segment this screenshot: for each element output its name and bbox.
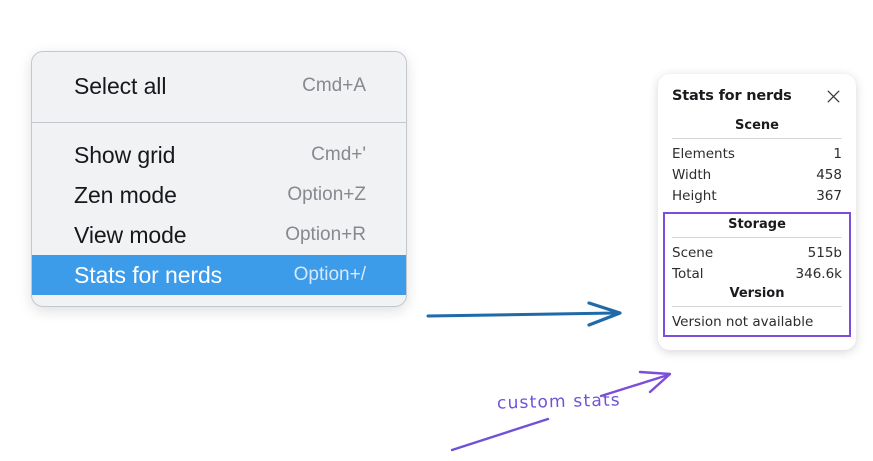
storage-divider <box>672 237 842 238</box>
menu-item-shortcut: Cmd+A <box>302 75 366 96</box>
menu-item-label: Select all <box>74 72 167 99</box>
storage-section-title: Storage <box>728 217 786 232</box>
menu-item-stats-for-nerds[interactable]: Stats for nerds Option+/ <box>32 255 406 295</box>
stats-row-value: 458 <box>816 166 842 183</box>
stats-row-value: 367 <box>816 187 842 204</box>
stats-panel-header: Stats for nerds <box>672 87 842 105</box>
menu-item-shortcut: Option+R <box>285 224 366 245</box>
menu-item-shortcut: Cmd+' <box>311 144 366 165</box>
stats-row-elements: Elements 1 <box>672 143 842 164</box>
stats-row-value: 346.6k <box>795 265 842 282</box>
stats-row-storage-scene: Scene 515b <box>672 242 842 263</box>
callout-label-custom-stats: custom stats <box>496 390 622 414</box>
stats-row-height: Height 367 <box>672 185 842 206</box>
menu-item-shortcut: Option+Z <box>287 184 366 205</box>
menu-item-label: Zen mode <box>74 181 177 208</box>
custom-stats-highlight-box: Storage Scene 515b Total 346.6k Version … <box>663 212 851 337</box>
stats-row-storage-total: Total 346.6k <box>672 263 842 284</box>
callout-underline-stroke <box>450 417 550 452</box>
stats-row-width: Width 458 <box>672 164 842 185</box>
menu-group-1: Select all Cmd+A <box>32 52 406 122</box>
stats-panel-title: Stats for nerds <box>672 88 792 104</box>
stats-row-key: Scene <box>672 244 714 261</box>
stats-row-key: Total <box>672 265 704 282</box>
version-divider <box>672 306 842 307</box>
menu-item-shortcut: Option+/ <box>293 264 366 285</box>
context-menu[interactable]: Select all Cmd+A Show grid Cmd+' Zen mod… <box>31 51 407 307</box>
menu-item-label: View mode <box>74 221 187 248</box>
stats-row-key: Height <box>672 187 717 204</box>
menu-item-select-all[interactable]: Select all Cmd+A <box>32 66 406 106</box>
menu-item-label: Show grid <box>74 141 176 168</box>
scene-divider <box>672 138 842 139</box>
stats-row-key: Width <box>672 166 712 183</box>
version-section-title: Version <box>729 286 785 301</box>
menu-group-2: Show grid Cmd+' Zen mode Option+Z View m… <box>32 123 406 306</box>
close-icon[interactable] <box>824 87 842 105</box>
menu-item-label: Stats for nerds <box>74 261 223 288</box>
menu-item-view-mode[interactable]: View mode Option+R <box>32 215 406 255</box>
stats-row-value: 1 <box>833 145 842 162</box>
version-note: Version not available <box>672 314 814 330</box>
arrow-menu-to-panel <box>426 301 622 327</box>
menu-item-show-grid[interactable]: Show grid Cmd+' <box>32 135 406 175</box>
menu-separator <box>32 122 406 123</box>
menu-item-zen-mode[interactable]: Zen mode Option+Z <box>32 175 406 215</box>
stats-for-nerds-panel: Stats for nerds Scene Elements 1 Width 4… <box>658 74 856 350</box>
stats-row-key: Elements <box>672 145 735 162</box>
stats-row-value: 515b <box>807 244 842 261</box>
scene-section-title: Scene <box>735 118 779 133</box>
